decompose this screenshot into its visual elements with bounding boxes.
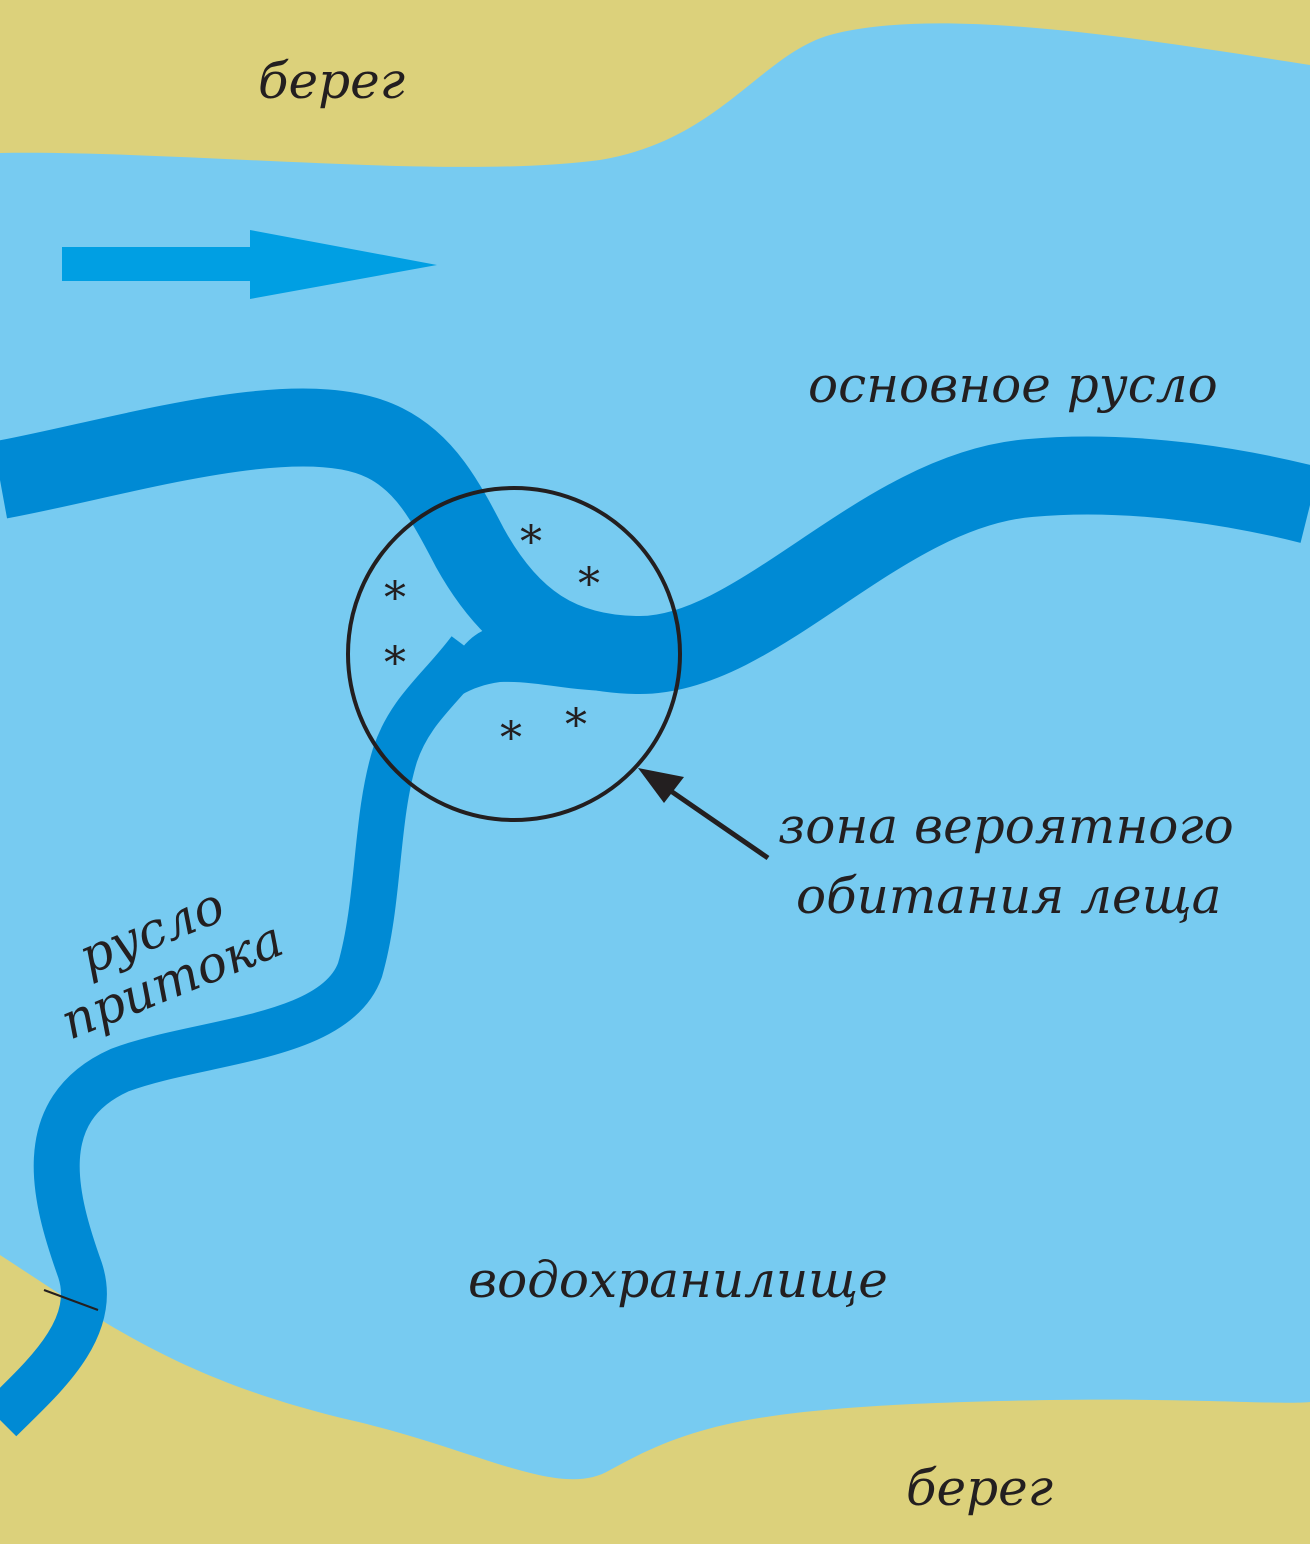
asterisk-icon: * (565, 700, 587, 751)
tributary-channel (0, 635, 489, 1437)
asterisk-icon: * (520, 517, 542, 568)
zone-label-line1: зона вероятного (778, 797, 1234, 855)
main-channel-label: основное русло (808, 356, 1218, 414)
bank-bottom-label: берег (906, 1459, 1053, 1517)
flow-arrow-icon (62, 230, 437, 299)
bank-top-label: берег (258, 52, 405, 110)
habitat-zone-circle (346, 486, 682, 822)
asterisk-icon: * (578, 559, 600, 610)
top-bank (0, 0, 1310, 167)
zone-label-line2: обитания леща (796, 867, 1221, 925)
asterisk-icon: * (384, 573, 406, 624)
bottom-bank (0, 1255, 1310, 1544)
pointer-arrow-icon (638, 768, 684, 803)
reservoir-label: водохранилище (468, 1251, 888, 1309)
fish-spots: * * * * * * (384, 517, 600, 764)
asterisk-icon: * (500, 713, 522, 764)
junction-lower-branch (430, 624, 640, 720)
pointer-arrow-shaft (663, 784, 770, 861)
shoreline-tick (43, 1289, 99, 1311)
asterisk-icon: * (384, 638, 406, 689)
